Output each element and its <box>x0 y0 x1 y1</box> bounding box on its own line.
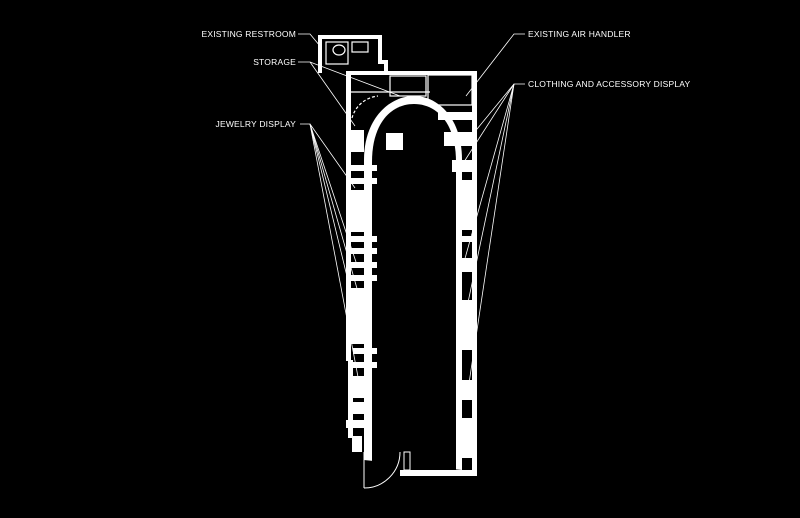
entry-door <box>363 451 411 489</box>
store-wall-top <box>346 71 476 75</box>
jewelry-display-unit <box>353 376 371 398</box>
clothing-display-unit <box>456 236 472 242</box>
leader-clothing-3 <box>463 83 515 263</box>
clothing-display-unit <box>438 112 472 120</box>
store-wall-left-lower <box>348 360 353 438</box>
leader-jewelry-2 <box>309 123 357 263</box>
leader-lines <box>298 33 525 399</box>
jewelry-display-unit <box>353 362 377 368</box>
label-clothing-accessory-display: CLOTHING AND ACCESSORY DISPLAY <box>528 79 690 89</box>
restroom-wall-step <box>378 60 388 64</box>
sink-icon <box>351 41 369 53</box>
restroom-wall-left <box>318 35 322 73</box>
clothing-display-unit <box>444 132 472 146</box>
storage-door-swing <box>351 95 379 119</box>
central-oval-floor <box>372 104 456 470</box>
leader-clothing-4 <box>465 83 515 313</box>
label-jewelry-display: JEWELRY DISPLAY <box>216 119 297 129</box>
air-handler-unit <box>427 74 473 106</box>
clothing-display-units <box>438 112 472 458</box>
door-swing-arc <box>363 451 401 489</box>
jewelry-display-unit <box>351 288 364 344</box>
clothing-display-unit <box>456 380 472 400</box>
jewelry-display-unit <box>351 165 377 171</box>
entry-jamb-left <box>346 420 364 428</box>
clothing-display-unit <box>462 180 472 230</box>
jewelry-display-unit <box>353 402 371 414</box>
labels: EXISTING RESTROOM STORAGE JEWELRY DISPLA… <box>201 29 690 129</box>
jewelry-display-unit <box>351 178 377 184</box>
leader-existing-restroom <box>298 33 321 47</box>
restroom-wall-top <box>318 35 380 39</box>
storage-shelf <box>389 75 427 97</box>
jewelry-display-units <box>351 130 377 414</box>
clothing-display-unit <box>452 160 472 172</box>
restroom-wall-right-lower <box>384 60 388 73</box>
clothing-display-unit <box>456 300 472 350</box>
jewelry-display-unit <box>351 275 377 281</box>
jewelry-display-unit <box>351 236 377 242</box>
central-column <box>386 133 403 150</box>
leader-jewelry-3 <box>309 123 359 293</box>
leader-jewelry-5 <box>309 123 363 399</box>
entry-wall-stub <box>352 436 362 452</box>
restroom-partition <box>325 41 349 65</box>
store-wall-bottom <box>400 470 477 476</box>
store-wall-left-upper <box>346 71 351 361</box>
leader-air-handler <box>465 33 525 97</box>
leader-storage-2 <box>309 61 356 127</box>
jewelry-display-unit <box>351 248 377 254</box>
label-existing-air-handler: EXISTING AIR HANDLER <box>528 29 631 39</box>
jewelry-display-unit <box>353 348 377 354</box>
restroom-wall-right <box>378 35 382 63</box>
clothing-display-unit <box>456 258 472 272</box>
leader-jewelry-4 <box>309 123 361 331</box>
leader-clothing-2 <box>461 83 515 166</box>
leader-clothing-5 <box>467 83 515 391</box>
label-storage: STORAGE <box>253 57 296 67</box>
jewelry-display-unit <box>351 190 364 232</box>
entry-mat <box>403 451 411 471</box>
label-existing-restroom: EXISTING RESTROOM <box>201 29 296 39</box>
restroom <box>325 41 369 65</box>
clothing-display-unit <box>456 418 472 458</box>
jewelry-display-unit <box>351 262 377 268</box>
jewelry-display-unit <box>351 130 364 152</box>
toilet-icon <box>332 44 346 56</box>
